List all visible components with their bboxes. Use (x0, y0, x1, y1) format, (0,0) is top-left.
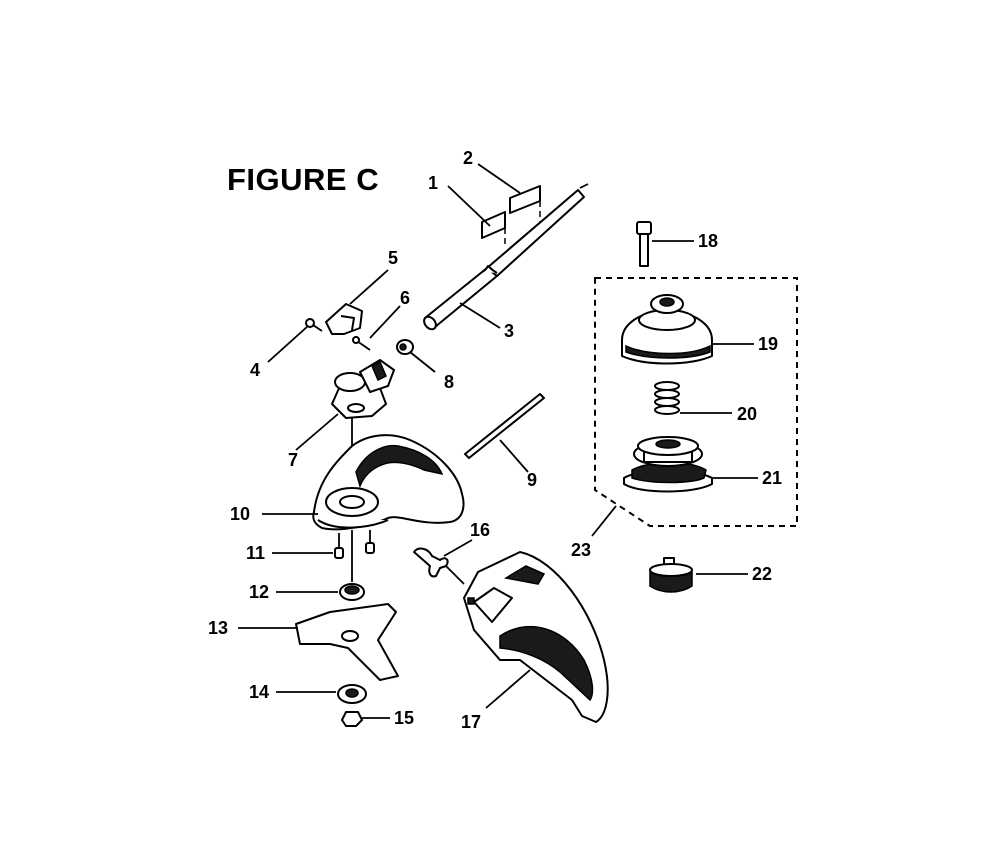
part-13-blade (295, 603, 399, 681)
callout-15: 15 (394, 708, 414, 728)
callout-8: 8 (444, 372, 454, 392)
callout-1: 1 (428, 173, 438, 193)
part-10-guard (312, 434, 465, 531)
part-18-bolt (636, 221, 652, 267)
part-21-spool (623, 436, 713, 493)
callout-2: 2 (463, 148, 473, 168)
part-4-screw (305, 318, 323, 332)
part-8-bushing (396, 339, 414, 355)
callout-14: 14 (249, 682, 269, 702)
callout-13: 13 (208, 618, 228, 638)
assembly-23-box (594, 277, 798, 527)
callout-4: 4 (250, 360, 260, 380)
callout-9: 9 (527, 470, 537, 490)
part-7-gear-head (331, 359, 395, 428)
part-19-spool-cover (621, 294, 713, 365)
callout-16: 16 (470, 520, 490, 540)
callout-5: 5 (388, 248, 398, 268)
callout-23: 23 (571, 540, 591, 560)
callout-6: 6 (400, 288, 410, 308)
part-3-shaft (423, 183, 589, 331)
part-20-spring (654, 381, 680, 415)
callout-19: 19 (758, 334, 778, 354)
callout-22: 22 (752, 564, 772, 584)
callout-10: 10 (230, 504, 250, 524)
part-5-clamp (325, 303, 363, 335)
callout-21: 21 (762, 468, 782, 488)
figure-title: FIGURE C (227, 162, 380, 197)
callout-7: 7 (288, 450, 298, 470)
part-1-label-sticker (481, 211, 506, 239)
part-9-hex-wrench (464, 393, 545, 459)
part-12-washer (339, 583, 365, 601)
callout-3: 3 (504, 321, 514, 341)
part-16-wing-bolt (413, 547, 465, 585)
callout-20: 20 (737, 404, 757, 424)
callout-17: 17 (461, 712, 481, 732)
part-6-screw (352, 336, 371, 351)
part-15-nut (341, 711, 363, 727)
callout-11: 11 (246, 543, 265, 563)
part-22-knob (649, 557, 693, 593)
part-14-washer (337, 684, 367, 704)
callout-18: 18 (698, 231, 718, 251)
callout-12: 12 (249, 582, 269, 602)
part-17-shield (463, 551, 609, 723)
part-11-screws (334, 530, 375, 559)
